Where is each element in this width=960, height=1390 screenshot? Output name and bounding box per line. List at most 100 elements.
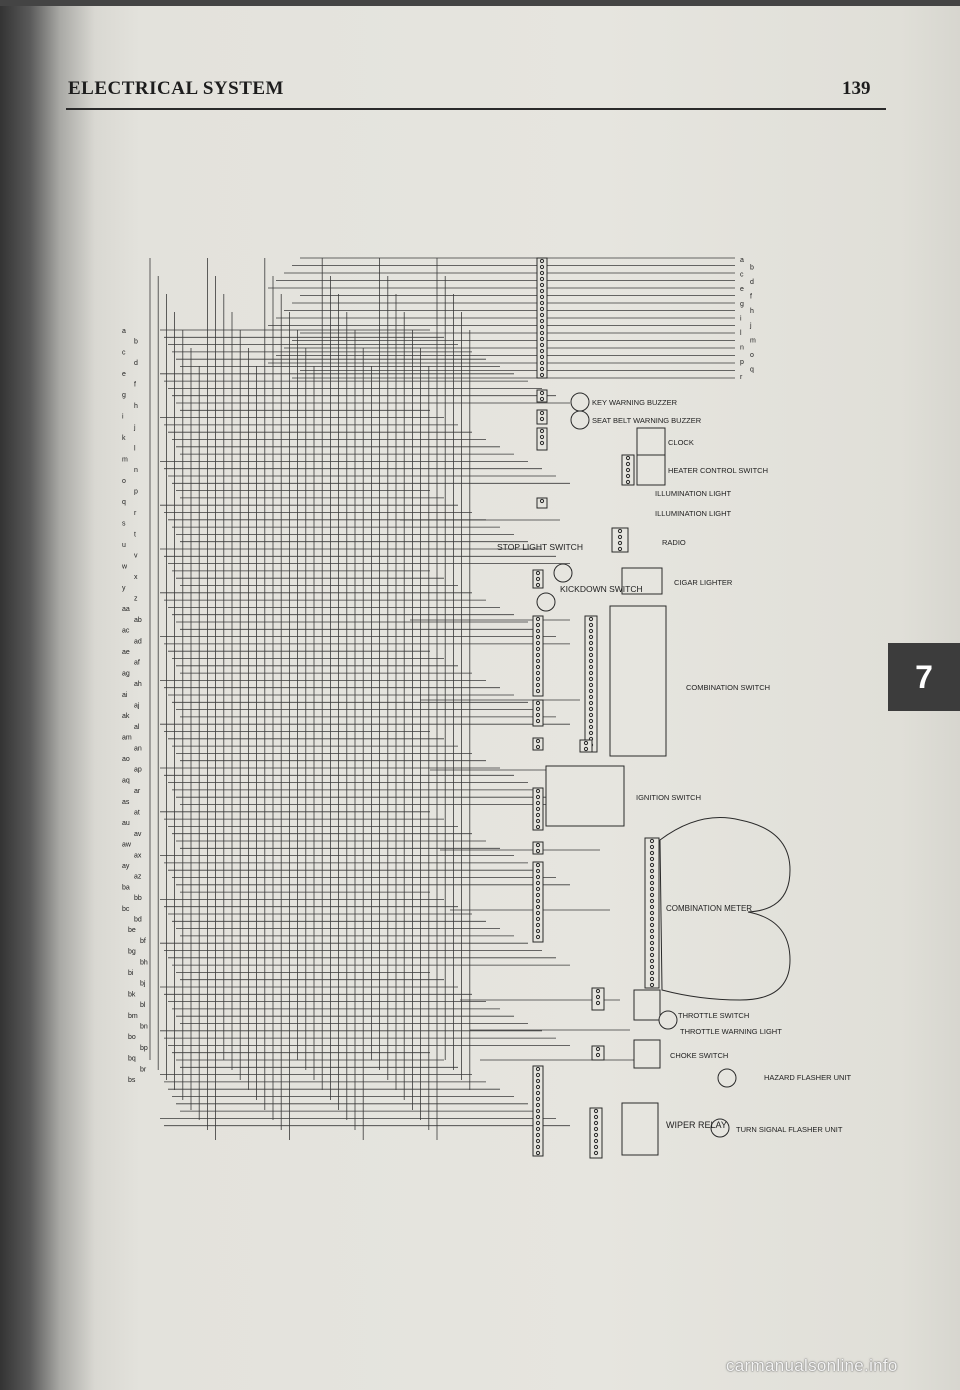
terminal-label: bh (140, 959, 148, 966)
terminal-label: f (134, 382, 136, 389)
pin-icon (539, 342, 545, 348)
pin-icon (588, 712, 594, 718)
pin-icon (625, 467, 631, 473)
radio-label: RADIO (662, 538, 686, 547)
terminal-label: aq (122, 777, 130, 784)
pin-icon (593, 1120, 599, 1126)
terminal-label: ad (134, 638, 142, 645)
pin-icon (649, 838, 655, 844)
terminal-label: ax (134, 852, 142, 859)
pin-icon (649, 946, 655, 952)
pin-icon (535, 848, 541, 854)
pin-icon (535, 794, 541, 800)
terminal-label: m (122, 456, 128, 463)
pin-icon (617, 546, 623, 552)
terminal-label: j (749, 323, 752, 330)
pin-icon (539, 288, 545, 294)
pin-icon (539, 336, 545, 342)
terminal-label: ak (122, 713, 130, 720)
terminal-label: d (750, 279, 754, 286)
pin-icon (583, 740, 589, 746)
pin-icon (535, 658, 541, 664)
pin-icon (593, 1138, 599, 1144)
pin-icon (535, 640, 541, 646)
pin-icon (535, 880, 541, 886)
terminal-label: r (740, 374, 743, 381)
terminal-label: z (134, 596, 138, 603)
header-rule (66, 108, 886, 110)
pin-icon (588, 664, 594, 670)
pin-icon (649, 970, 655, 976)
terminal-label: bm (128, 1013, 138, 1020)
terminal-label: t (134, 531, 136, 538)
combination-switch-box (609, 605, 667, 757)
pin-icon (539, 282, 545, 288)
wiper-relay-box (621, 1102, 659, 1156)
pin-icon (535, 1114, 541, 1120)
pin-icon (588, 658, 594, 664)
terminal-label: bf (140, 938, 146, 945)
pin-icon (535, 898, 541, 904)
pin-icon (588, 676, 594, 682)
heater-control-box (636, 454, 666, 486)
pin-icon (535, 628, 541, 634)
pin-icon (535, 712, 541, 718)
terminal-label: bn (140, 1024, 148, 1031)
terminal-label: b (134, 339, 138, 346)
pin-icon (649, 982, 655, 988)
pin-icon (539, 306, 545, 312)
pin-icon (649, 928, 655, 934)
pin-icon (535, 1120, 541, 1126)
clock-box (636, 427, 666, 459)
terminal-label: au (122, 820, 130, 827)
pin-icon (539, 276, 545, 282)
terminal-label: j (133, 424, 136, 431)
connector (536, 389, 548, 403)
terminal-label: v (134, 553, 138, 560)
connector (579, 739, 593, 753)
pin-icon (539, 396, 545, 402)
terminal-label: w (121, 563, 128, 570)
pin-icon (539, 264, 545, 270)
terminal-label: ac (122, 628, 130, 635)
combination-meter-label: COMBINATION METER (666, 904, 752, 913)
pin-icon (649, 958, 655, 964)
pin-icon (535, 862, 541, 868)
terminal-label: u (122, 542, 126, 549)
connector (532, 841, 544, 855)
pin-icon (588, 724, 594, 730)
pin-icon (649, 874, 655, 880)
terminal-label: q (122, 499, 126, 506)
top-edge (0, 0, 960, 6)
pin-icon (588, 694, 594, 700)
terminal-label: h (134, 403, 138, 410)
terminal-label: aa (122, 606, 130, 613)
pin-icon (588, 616, 594, 622)
pin-icon (649, 910, 655, 916)
pin-icon (535, 676, 541, 682)
terminal-label: ao (122, 756, 130, 763)
terminal-label: bd (134, 917, 142, 924)
terminal-label: as (122, 799, 130, 806)
pin-icon (535, 886, 541, 892)
pin-icon (539, 270, 545, 276)
pin-icon (593, 1114, 599, 1120)
terminal-label: n (740, 345, 744, 352)
pin-icon (649, 904, 655, 910)
terminal-label: b (750, 264, 754, 271)
terminal-label: bs (128, 1077, 136, 1084)
pin-icon (593, 1150, 599, 1156)
pin-icon (535, 622, 541, 628)
pin-icon (535, 1102, 541, 1108)
pin-icon (535, 1132, 541, 1138)
lamp-icon (570, 410, 590, 430)
lamp-icon (717, 1068, 737, 1088)
pin-icon (535, 744, 541, 750)
pin-icon (625, 461, 631, 467)
pin-icon (535, 682, 541, 688)
pin-icon (535, 1072, 541, 1078)
pin-icon (535, 570, 541, 576)
pin-icon (535, 806, 541, 812)
pin-icon (535, 800, 541, 806)
